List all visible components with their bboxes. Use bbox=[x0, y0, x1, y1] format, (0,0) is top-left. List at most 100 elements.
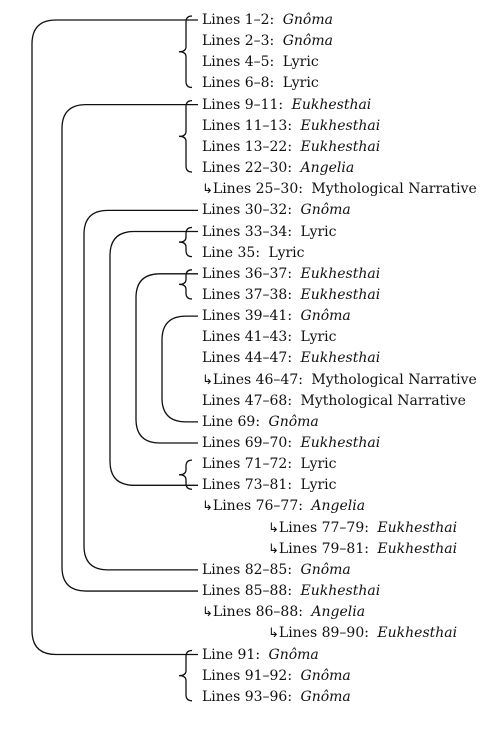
line-range: Lines 22–30: bbox=[202, 160, 297, 177]
group-brace bbox=[178, 15, 193, 89]
line-range: Lines 89–90: bbox=[278, 625, 374, 642]
list-item: Lines 30–32: Gnôma bbox=[202, 200, 351, 220]
list-item: Lines 73–81: Lyric bbox=[202, 475, 337, 495]
line-range: Lines 30–32: bbox=[202, 202, 297, 219]
genre-label: Gnôma bbox=[268, 646, 319, 663]
list-item: Lines 91–92: Gnôma bbox=[202, 666, 351, 686]
line-range: Lines 76–77: bbox=[212, 498, 308, 515]
line-range: Lines 11–13: bbox=[202, 117, 297, 134]
list-item: Lines 33–34: Lyric bbox=[202, 222, 337, 242]
list-item: Line 91: Gnôma bbox=[202, 645, 319, 665]
line-range: Lines 37–38: bbox=[202, 286, 297, 303]
genre-label: Gnôma bbox=[300, 561, 351, 578]
list-item: Lines 47–68: Mythological Narrative bbox=[202, 391, 466, 411]
group-brace bbox=[178, 649, 193, 702]
line-range: Lines 85–88: bbox=[202, 583, 297, 600]
genre-label: Lyric bbox=[300, 329, 337, 346]
genre-label: Gnôma bbox=[300, 202, 351, 219]
genre-label: Lyric bbox=[300, 477, 337, 494]
list-item: Lines 37–38: Eukhesthai bbox=[202, 285, 380, 305]
line-range: Lines 69–70: bbox=[202, 435, 297, 451]
line-range: Lines 79–81: bbox=[278, 540, 374, 557]
list-item: Lines 39–41: Gnôma bbox=[202, 306, 351, 326]
ring-arc bbox=[109, 230, 198, 486]
genre-label: Gnôma bbox=[268, 413, 319, 430]
genre-label: Gnôma bbox=[282, 33, 333, 50]
line-range: Lines 47–68: bbox=[202, 392, 297, 409]
list-item: Lines 22–30: Angelia bbox=[202, 158, 354, 178]
genre-label: Lyric bbox=[300, 456, 337, 473]
list-item: Lines 69–70: Eukhesthai bbox=[202, 433, 380, 453]
genre-label: Gnôma bbox=[300, 667, 351, 684]
line-range: Line 69: bbox=[202, 413, 265, 430]
list-item: Lines 41–43: Lyric bbox=[202, 327, 337, 347]
genre-label: Eukhesthai bbox=[300, 117, 381, 134]
list-item: Lines 93–96: Gnôma bbox=[202, 687, 351, 707]
genre-label: Eukhesthai bbox=[300, 138, 381, 155]
list-item: ↳Lines 79–81: Eukhesthai bbox=[268, 539, 457, 559]
line-range: Lines 44–47: bbox=[202, 350, 297, 367]
genre-label: Lyric bbox=[300, 223, 337, 240]
line-range: Lines 46–47: bbox=[212, 371, 308, 388]
line-range: Lines 39–41: bbox=[202, 308, 297, 325]
list-item: Lines 44–47: Eukhesthai bbox=[202, 348, 380, 368]
list-item: Line 69: Gnôma bbox=[202, 412, 319, 432]
genre-label: Lyric bbox=[282, 75, 319, 92]
sub-arrow-icon: ↳ bbox=[268, 626, 279, 642]
list-item: ↳Lines 76–77: Angelia bbox=[202, 496, 365, 516]
list-item: Lines 36–37: Eukhesthai bbox=[202, 264, 380, 284]
genre-label: Gnôma bbox=[300, 308, 351, 325]
sub-arrow-icon: ↳ bbox=[202, 605, 213, 621]
sub-arrow-icon: ↳ bbox=[202, 372, 213, 388]
list-item: Lines 1–2: Gnôma bbox=[202, 10, 333, 30]
genre-label: Lyric bbox=[282, 54, 319, 71]
line-range: Lines 6–8: bbox=[202, 75, 279, 92]
line-range: Lines 33–34: bbox=[202, 223, 297, 240]
genre-label: Mythological Narrative bbox=[311, 371, 477, 388]
ring-arc bbox=[161, 315, 198, 423]
line-range: Lines 86–88: bbox=[212, 604, 308, 621]
list-item: Lines 85–88: Eukhesthai bbox=[202, 581, 380, 601]
sub-arrow-icon: ↳ bbox=[268, 541, 279, 557]
list-item: Lines 2–3: Gnôma bbox=[202, 31, 333, 51]
line-range: Lines 13–22: bbox=[202, 138, 297, 155]
list-item: Lines 4–5: Lyric bbox=[202, 52, 319, 72]
genre-label: Gnôma bbox=[300, 688, 351, 705]
list-item: Lines 9–11: Eukhesthai bbox=[202, 95, 371, 115]
line-range: Lines 77–79: bbox=[278, 519, 374, 536]
genre-label: Gnôma bbox=[282, 12, 333, 28]
ring-arc bbox=[83, 209, 198, 571]
line-range: Lines 73–81: bbox=[202, 477, 297, 494]
line-range: Line 91: bbox=[202, 646, 265, 663]
line-range: Line 35: bbox=[202, 244, 265, 261]
genre-label: Eukhesthai bbox=[300, 435, 381, 451]
sub-arrow-icon: ↳ bbox=[202, 182, 213, 198]
line-range: Lines 2–3: bbox=[202, 33, 279, 50]
genre-label: Angelia bbox=[300, 160, 355, 177]
line-range: Lines 4–5: bbox=[202, 54, 279, 71]
group-brace bbox=[178, 99, 193, 173]
genre-label: Eukhesthai bbox=[300, 265, 381, 282]
line-range: Lines 1–2: bbox=[202, 12, 279, 28]
genre-label: Mythological Narrative bbox=[311, 181, 477, 198]
list-item: ↳Lines 46–47: Mythological Narrative bbox=[202, 370, 477, 390]
genre-label: Eukhesthai bbox=[300, 350, 381, 367]
sub-arrow-icon: ↳ bbox=[268, 520, 279, 536]
sub-arrow-icon: ↳ bbox=[202, 499, 213, 515]
genre-label: Eukhesthai bbox=[300, 583, 381, 600]
list-item: Lines 13–22: Eukhesthai bbox=[202, 137, 380, 157]
list-item: ↳Lines 77–79: Eukhesthai bbox=[268, 518, 457, 538]
list-item: Line 35: Lyric bbox=[202, 243, 305, 263]
list-item: Lines 11–13: Eukhesthai bbox=[202, 116, 380, 136]
line-range: Lines 91–92: bbox=[202, 667, 297, 684]
list-item: ↳Lines 89–90: Eukhesthai bbox=[268, 623, 457, 643]
line-range: Lines 71–72: bbox=[202, 456, 297, 473]
genre-label: Angelia bbox=[311, 604, 366, 621]
line-range: Lines 25–30: bbox=[212, 181, 308, 198]
list-item: ↳Lines 86–88: Angelia bbox=[202, 602, 365, 622]
line-range: Lines 9–11: bbox=[202, 96, 288, 113]
list-item: ↳Lines 25–30: Mythological Narrative bbox=[202, 179, 477, 199]
line-range: Lines 36–37: bbox=[202, 265, 297, 282]
